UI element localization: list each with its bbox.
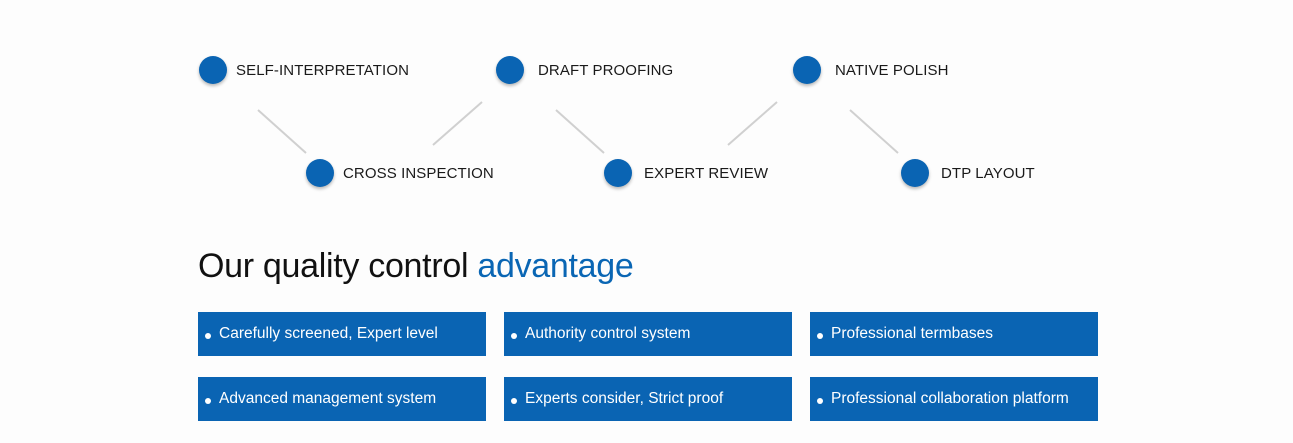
advantage-label: Carefully screened, Expert level [219,325,438,342]
step-label: EXPERT REVIEW [644,164,769,182]
process-step-dtp-layout: DTP LAYOUT [901,159,1035,187]
section-heading: Our quality control advantage [198,247,634,286]
connector-line [432,101,483,146]
bullet-icon [817,332,823,339]
advantage-card-collaboration-platform: Professional collaboration platform [810,377,1098,421]
advantage-card-termbases: Professional termbases [810,312,1098,356]
process-step-draft-proofing: DRAFT PROOFING [496,56,673,84]
step-dot-icon [604,159,632,187]
connector-line [257,109,307,154]
advantage-label: Professional termbases [831,325,993,342]
step-dot-icon [901,159,929,187]
advantage-card-management-system: Advanced management system [198,377,486,421]
connector-line [555,109,605,154]
process-step-expert-review: EXPERT REVIEW [604,159,768,187]
bullet-icon [205,332,211,339]
step-label: CROSS INSPECTION [343,164,494,182]
step-dot-icon [306,159,334,187]
process-step-self-interpretation: SELF-INTERPRETATION [199,56,409,84]
step-label: SELF-INTERPRETATION [236,61,410,79]
heading-main: Our quality control [198,247,478,285]
bullet-icon [817,397,823,404]
advantage-card-authority-control: Authority control system [504,312,792,356]
connector-line [727,101,778,146]
process-step-cross-inspection: CROSS INSPECTION [306,159,494,187]
process-step-native-polish: NATIVE POLISH [793,56,949,84]
advantage-label: Advanced management system [219,390,437,407]
advantage-label: Professional collaboration platform [831,390,1069,407]
bullet-icon [511,397,517,404]
step-dot-icon [793,56,821,84]
advantage-card-expert-level: Carefully screened, Expert level [198,312,486,356]
step-dot-icon [496,56,524,84]
step-label: DRAFT PROOFING [538,61,674,79]
bullet-icon [205,397,211,404]
advantage-card-strict-proof: Experts consider, Strict proof [504,377,792,421]
step-dot-icon [199,56,227,84]
bullet-icon [511,332,517,339]
advantage-label: Experts consider, Strict proof [525,390,724,407]
step-label: DTP LAYOUT [941,164,1035,182]
connector-line [849,109,899,154]
step-label: NATIVE POLISH [835,61,949,79]
advantage-label: Authority control system [525,325,691,342]
heading-accent: advantage [477,247,634,285]
